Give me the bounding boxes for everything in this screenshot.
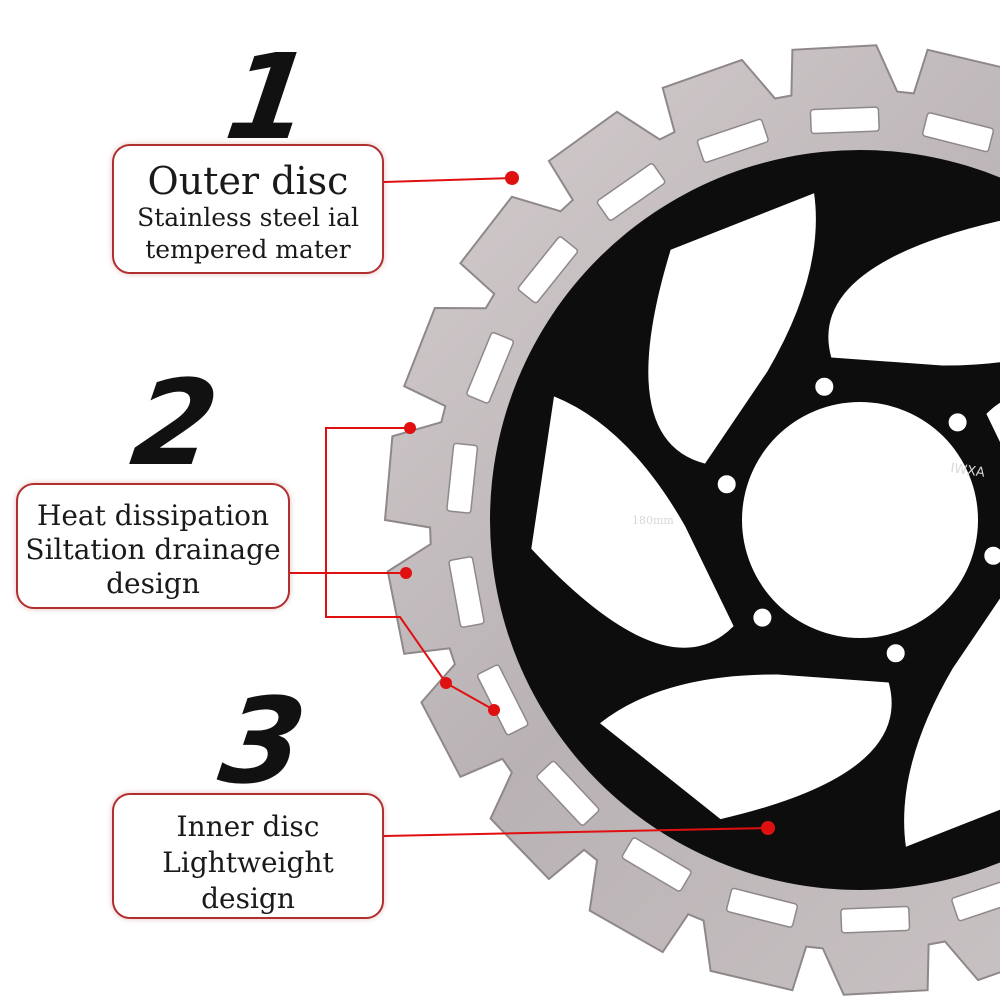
callout-line: tempered mater bbox=[145, 235, 351, 264]
step-number-1: 1 bbox=[218, 28, 320, 166]
leader-dot-2a bbox=[404, 422, 416, 434]
carrier-cutout bbox=[648, 193, 816, 464]
callout-line: Inner disc bbox=[176, 810, 320, 843]
leader-dot-2d bbox=[488, 704, 500, 716]
ventilation-slots bbox=[446, 106, 1000, 934]
callout-title: Outer disc bbox=[147, 159, 349, 203]
callout-outer-disc: Outer disc Stainless steel ial tempered … bbox=[112, 144, 384, 274]
step-number-2: 2 bbox=[124, 354, 226, 492]
leader-line-3 bbox=[383, 827, 769, 837]
vent-slot bbox=[536, 760, 600, 826]
step-number-3: 3 bbox=[212, 672, 314, 810]
leader-dot-2b bbox=[400, 567, 412, 579]
vent-slot bbox=[448, 556, 485, 628]
rotor-size-text: 180mm bbox=[632, 514, 674, 527]
bolt-hole bbox=[878, 636, 913, 671]
carrier-cutout bbox=[904, 598, 1000, 847]
vent-slot bbox=[621, 837, 692, 892]
vent-slot bbox=[725, 887, 799, 928]
bolt-holes bbox=[709, 369, 1000, 671]
vent-slot bbox=[466, 331, 514, 404]
callout-line: design bbox=[201, 882, 295, 915]
rotor-brand-text: IWXA bbox=[949, 461, 985, 481]
leader-dot-2c bbox=[440, 677, 452, 689]
carrier-cutout bbox=[986, 402, 1000, 442]
callout-inner-disc: Inner disc Lightweight design bbox=[112, 793, 384, 919]
leader-line-2 bbox=[290, 427, 495, 711]
callout-line: Siltation drainage bbox=[25, 533, 281, 566]
bolt-hole bbox=[745, 600, 780, 635]
leader-dot-1 bbox=[505, 171, 519, 185]
carrier-cutout bbox=[600, 674, 892, 820]
carrier-cutout bbox=[828, 220, 1000, 366]
bolt-hole bbox=[709, 467, 744, 502]
vent-slot bbox=[696, 118, 769, 163]
hub-center bbox=[742, 402, 978, 638]
vent-slot bbox=[517, 236, 579, 304]
bolt-hole bbox=[940, 405, 975, 440]
bolt-hole bbox=[976, 538, 1000, 573]
bolt-hole bbox=[807, 369, 842, 404]
callout-heat-dissipation: Heat dissipation Siltation drainage desi… bbox=[16, 483, 290, 609]
carrier-cutouts bbox=[531, 193, 1000, 847]
vent-slot bbox=[951, 877, 1000, 922]
callout-line: Stainless steel ial bbox=[137, 203, 359, 232]
vent-slot bbox=[596, 163, 666, 221]
leader-dots bbox=[400, 171, 775, 835]
vent-slot bbox=[446, 442, 479, 514]
carrier-cutout bbox=[531, 396, 734, 648]
callout-line: Heat dissipation bbox=[36, 499, 270, 532]
callout-line: design bbox=[106, 567, 200, 600]
vent-slot bbox=[809, 106, 880, 135]
inner-disc: 180mm IWXA bbox=[490, 150, 1000, 890]
outer-disc bbox=[383, 44, 1000, 996]
callout-line: Lightweight bbox=[162, 846, 334, 879]
leader-dot-3 bbox=[761, 821, 775, 835]
vent-slot bbox=[840, 905, 911, 934]
leader-lines bbox=[290, 177, 769, 837]
vent-slot bbox=[921, 112, 995, 153]
leader-line-1 bbox=[383, 177, 513, 183]
